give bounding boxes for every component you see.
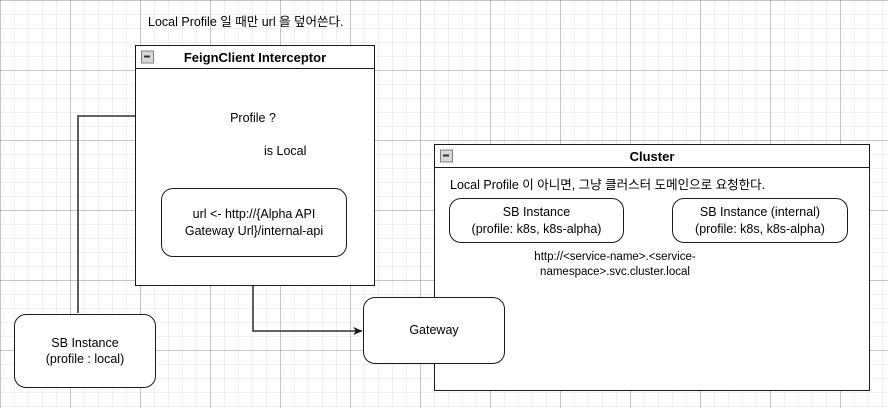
- edge-label-is-local: is Local: [264, 144, 307, 158]
- node-url-override-process[interactable]: url <- http://{Alpha API Gateway Url}/in…: [161, 188, 347, 257]
- node-sb-instance-k8s[interactable]: SB Instance (profile: k8s, k8s-alpha): [449, 198, 624, 243]
- node-sb-instance-k8s-line2: (profile: k8s, k8s-alpha): [471, 221, 602, 236]
- cluster-note-label: Local Profile 이 아니면, 그냥 클러스터 도메인으로 요청한다.: [450, 178, 766, 192]
- node-sb-instance-local-line1: SB Instance: [51, 335, 119, 350]
- top-note-label: Local Profile 일 때만 url 을 덮어쓴다.: [148, 15, 344, 29]
- frame-cluster-title-bar: Cluster: [435, 145, 869, 168]
- node-sb-instance-local[interactable]: SB Instance (profile : local): [14, 314, 156, 388]
- collapse-minus-icon[interactable]: [440, 149, 453, 163]
- node-gateway-label: Gateway: [409, 323, 459, 338]
- decision-node-profile[interactable]: Profile ?: [201, 97, 305, 138]
- decision-node-label: Profile ?: [230, 110, 276, 125]
- frame-cluster-title: Cluster: [629, 148, 675, 164]
- node-sb-instance-internal-line1: SB Instance (internal): [699, 205, 821, 219]
- node-sb-instance-internal-line2: (profile: k8s, k8s-alpha): [695, 221, 825, 236]
- frame-feignclient-title-bar: FeignClient Interceptor: [136, 46, 374, 69]
- node-sb-instance-k8s-line1: SB Instance: [502, 205, 571, 219]
- edge-label-cluster-dns-line2: namespace>.svc.cluster.local: [540, 266, 690, 279]
- frame-feignclient-title: FeignClient Interceptor: [183, 49, 327, 65]
- edge-label-cluster-dns-line1: http://<service-name>.<service-: [534, 251, 696, 263]
- node-url-override-line2: Gateway Url}/internal-api: [184, 223, 324, 238]
- edge-label-cluster-dns: http://<service-name>.<service- namespac…: [495, 250, 735, 280]
- node-gateway[interactable]: Gateway: [363, 297, 505, 364]
- frame-cluster: Cluster: [434, 144, 870, 391]
- collapse-minus-icon[interactable]: [141, 50, 154, 64]
- node-sb-instance-local-line2: (profile : local): [45, 352, 125, 366]
- node-sb-instance-internal[interactable]: SB Instance (internal) (profile: k8s, k8…: [672, 198, 848, 243]
- node-url-override-line1: url <- http://{Alpha API: [192, 207, 316, 221]
